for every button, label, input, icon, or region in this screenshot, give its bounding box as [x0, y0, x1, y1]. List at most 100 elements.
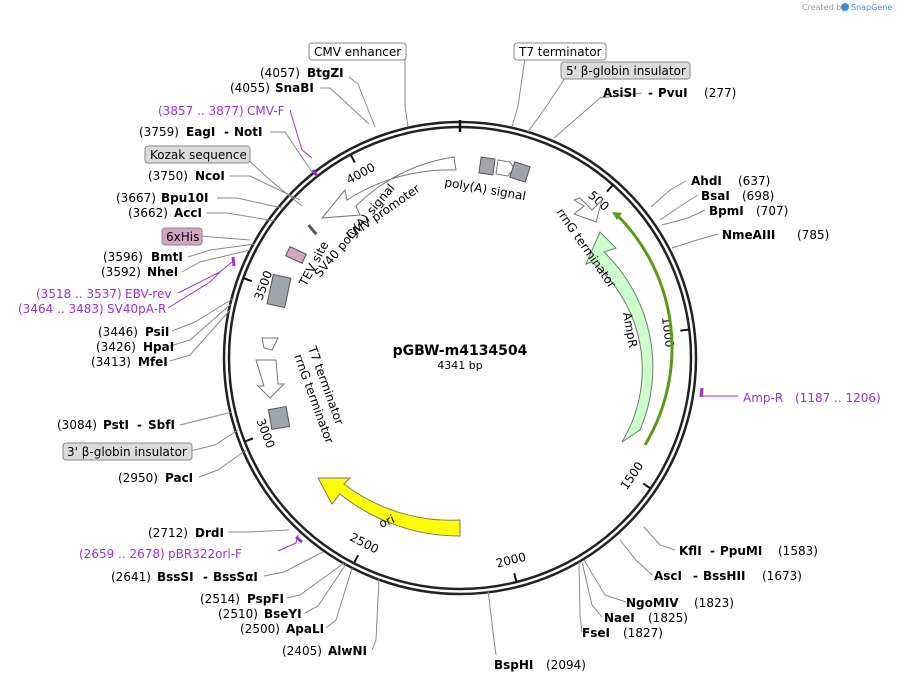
tick-label: 1000: [659, 316, 677, 348]
enzyme-pos: (3596): [103, 250, 143, 264]
enzyme-name: PspFI: [247, 592, 284, 606]
primer-name: CMV-F: [247, 104, 285, 118]
enzymes-left: (4057) BtgZI (4055) SnaBI (3759) EagI - …: [57, 66, 367, 658]
enzyme-name: HpaI: [143, 340, 174, 354]
enzyme-name: PsiI: [145, 325, 169, 339]
enzyme-pos: (3413): [91, 355, 131, 369]
snapgene-logo-icon: [841, 3, 849, 11]
enzyme-pos: (3662): [128, 206, 168, 220]
enzyme-name: BssSαI: [213, 570, 258, 584]
globin3-box: [267, 406, 291, 430]
enzyme-pos: (2405): [282, 644, 322, 658]
enzyme-pos: (4057): [260, 66, 300, 80]
enzyme-sep: -: [137, 418, 142, 432]
tick-mark: [353, 554, 359, 564]
rrng-terminator-inner-arrow: [255, 359, 286, 399]
credit-brand: SnapGene: [851, 3, 892, 12]
plasmid-name: pGBW-m4134504: [393, 343, 528, 359]
enzyme-pos: (1823): [694, 596, 734, 610]
enzyme-name: AscI: [654, 569, 682, 583]
leader-naei: [581, 561, 603, 618]
leader-kfli: [643, 526, 676, 551]
ampr-highlight-line: [615, 213, 674, 446]
enzyme-name: NmeAIII: [722, 228, 775, 242]
tick-mark: [242, 277, 253, 283]
boxed-labels: CMV enhancer T7 terminator 5' β-globin i…: [62, 42, 691, 461]
leader-mfei: [169, 309, 231, 362]
leader-nmeaiii: [671, 233, 719, 249]
leader-bpu10i: [217, 197, 283, 209]
tick-label: 4000: [344, 160, 378, 187]
leader-bseyi: [304, 563, 347, 614]
tick-mark: [349, 154, 356, 163]
enzyme-name: AlwNI: [328, 644, 367, 658]
tick-mark: [606, 184, 614, 193]
leader-ngomiv: [583, 559, 627, 603]
leader-ncoi: [230, 175, 301, 201]
rrng-terminator-arrow-right: [572, 197, 603, 223]
his-tag-box: [285, 246, 307, 264]
tev-site-mark: [307, 224, 318, 236]
cmv-promoter-arrow: [320, 156, 457, 219]
credit-text: Created by: [802, 3, 846, 12]
leader-paci: [198, 449, 247, 478]
primer-range: (3857 .. 3877): [158, 104, 244, 118]
enzyme-name: ApaLI: [286, 622, 324, 636]
tick-mark: [244, 437, 254, 443]
primer-mark-sv40pa-r: [167, 269, 223, 309]
leader-psti: [179, 411, 233, 426]
enzyme-pos: (3750): [148, 169, 188, 183]
enzyme-sep: -: [224, 125, 229, 139]
leader-alwni: [371, 577, 380, 651]
label-ori: ori: [377, 512, 397, 531]
enzyme-pos: (698): [742, 189, 774, 203]
enzyme-sep: -: [710, 544, 715, 558]
enzyme-pos: (707): [756, 204, 788, 218]
enzyme-name: BtgZI: [307, 66, 344, 80]
leader-globin5: [527, 77, 566, 133]
features: [255, 156, 674, 537]
primer-range: (1187 .. 1206): [795, 391, 881, 405]
leader-hpai: [169, 303, 232, 347]
leader-globin3: [189, 429, 239, 452]
enzyme-name: BpmI: [709, 204, 744, 218]
leader-notI: [270, 131, 313, 173]
enzyme-name: PstI: [103, 418, 129, 432]
polya-signal-box: [478, 156, 496, 176]
label-kozak: Kozak sequence: [150, 148, 247, 162]
primer-name: EBV-rev: [125, 287, 171, 301]
primer-name: pBR322ori-F: [168, 547, 242, 561]
enzyme-pos: (2712): [148, 526, 188, 540]
enzyme-name: FseI: [582, 626, 610, 640]
primer-mark-cmv-f: [289, 109, 313, 159]
enzyme-name: NaeI: [604, 611, 635, 625]
enzyme-name: BmtI: [151, 250, 183, 264]
leader-bmti: [187, 243, 256, 258]
enzyme-pos: (2510): [218, 607, 258, 621]
primer-range: (2659 .. 2678): [79, 547, 165, 561]
label-globin5: 5' β-globin insulator: [566, 64, 686, 78]
enzyme-name: SbfI: [148, 418, 175, 432]
enzyme-name: BspHI: [494, 658, 533, 672]
enzyme-name: MfeI: [138, 355, 168, 369]
enzyme-name: BseYI: [264, 607, 302, 621]
enzyme-name: EagI: [186, 125, 215, 139]
primer-range: (3464 .. 3483): [18, 302, 104, 316]
leader-drdi: [228, 529, 290, 533]
leader-snabi: [320, 87, 370, 125]
tick-label: 2000: [494, 550, 527, 571]
enzyme-pos: (3667): [116, 191, 156, 205]
enzyme-name: AccI: [174, 206, 202, 220]
enzyme-pos: (3084): [57, 418, 97, 432]
enzyme-name: Bpu10I: [161, 191, 208, 205]
leader-cmv-enhancer: [404, 58, 409, 128]
globin5-box: [509, 161, 531, 183]
leader-bsphi: [487, 589, 497, 656]
enzyme-name: BsaI: [701, 189, 730, 203]
enzyme-pos: (1583): [778, 544, 818, 558]
primer-mark-ebv-rev: [177, 261, 233, 294]
enzyme-name: NotI: [234, 125, 263, 139]
enzyme-sep: -: [203, 570, 208, 584]
primer-name: SV40pA-R: [107, 302, 166, 316]
leader-ahdi: [650, 180, 687, 208]
